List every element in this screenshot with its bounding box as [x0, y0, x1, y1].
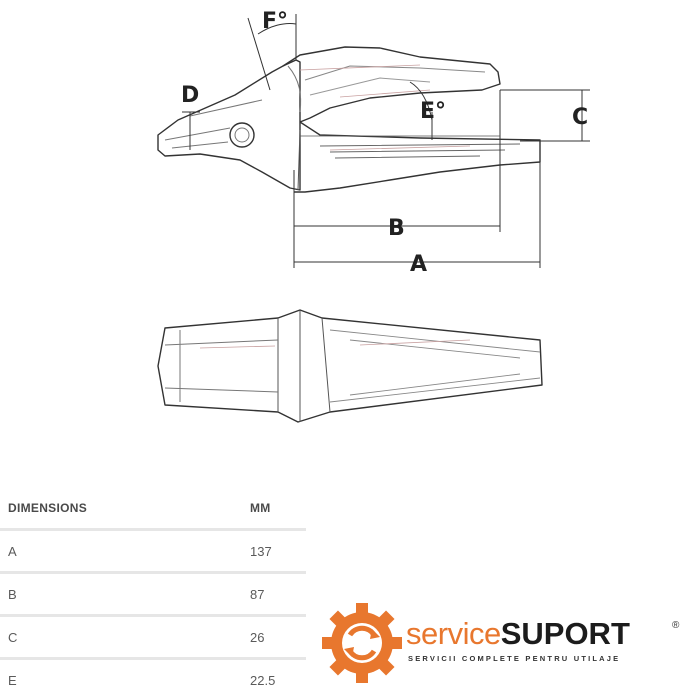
gear-icon — [322, 603, 402, 683]
table-row: B 87 — [0, 571, 306, 614]
row-name: A — [8, 543, 17, 559]
row-value: 26 — [250, 629, 265, 645]
tooth-body-upper — [282, 46, 501, 123]
table-row: E 22.5 — [0, 657, 306, 700]
brand-tagline: SERVICII COMPLETE PENTRU UTILAJE — [408, 654, 621, 663]
label-a: A — [410, 252, 427, 277]
row-value: 87 — [250, 586, 265, 602]
table-row: C 26 — [0, 614, 306, 657]
registered-mark: ® — [672, 620, 680, 631]
table-row: A 137 — [0, 528, 306, 571]
top-view-outline — [157, 309, 543, 423]
side-view — [157, 46, 541, 193]
table-header: DIMENSIONS MM — [0, 488, 306, 528]
row-name: B — [8, 586, 17, 602]
pin-hole — [229, 122, 255, 148]
dimensions-table: DIMENSIONS MM A 137 B 87 C 26 E 22.5 — [0, 488, 306, 700]
brand-service: service — [406, 616, 501, 651]
label-f: F° — [262, 9, 288, 34]
row-name: E — [8, 672, 17, 688]
label-c: C — [572, 105, 588, 130]
servicesuport-logo: serviceSUPORT ® SERVICII COMPLETE PENTRU… — [320, 598, 692, 688]
header-mm: MM — [250, 501, 271, 515]
brand-suport: SUPORT — [500, 616, 630, 651]
header-dimensions: DIMENSIONS — [8, 501, 88, 515]
row-value: 137 — [250, 543, 272, 559]
top-view — [157, 309, 543, 423]
dimension-lines — [182, 14, 590, 268]
row-value: 22.5 — [250, 672, 276, 688]
label-b: B — [388, 216, 405, 241]
label-d: D — [181, 83, 199, 108]
tooth-technical-drawing: A B C D E° F° — [157, 9, 590, 423]
row-name: C — [8, 629, 18, 645]
tooth-tip-outline — [157, 59, 301, 191]
brand-name: serviceSUPORT — [406, 618, 630, 650]
label-e: E° — [420, 99, 446, 124]
